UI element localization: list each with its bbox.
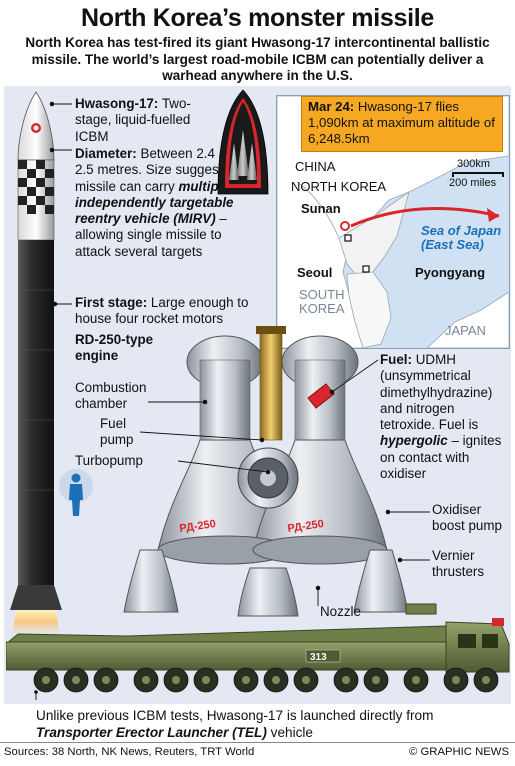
footer-divider — [0, 742, 515, 743]
flight-callout-date: Mar 24: — [308, 99, 355, 114]
map-label-sunan: Sunan — [301, 201, 341, 216]
map-label-seoul: Seoul — [297, 265, 333, 280]
engine-name-text: RD-250-type engine — [75, 332, 154, 364]
sources-line: Sources: 38 North, NK News, Reuters, TRT… — [4, 746, 255, 758]
first-stage-note: First stage: Large enough to house four … — [75, 295, 255, 328]
nozzle-marking-right: РД-250 — [287, 518, 325, 535]
nose-cone-cutaway — [217, 89, 269, 195]
tel-note-text-2: vehicle — [270, 724, 313, 740]
map-label-sea: Sea of Japan (East Sea) — [421, 223, 502, 252]
oxidiser-pump-label: Oxidiser boost pump — [432, 502, 502, 533]
vehicle-number: 313 — [310, 652, 327, 663]
page-title: North Korea’s monster missile — [81, 4, 434, 32]
first-stage-heading: First stage: — [75, 295, 148, 310]
rd250-engine-illustration: РД-250 РД-250 — [123, 326, 409, 617]
vernier-thrusters-label: Vernier thrusters — [432, 548, 485, 579]
tel-vehicle-illustration: 313 — [6, 603, 510, 700]
combustion-chamber-label: Combustion chamber — [75, 380, 147, 411]
fuel-note: Fuel: UDMH (unsymmetrical dimethylhydraz… — [380, 352, 510, 482]
nozzle-marking-left: РД-250 — [179, 518, 217, 535]
turbopump-label: Turbopump — [75, 453, 143, 468]
missile-name-text: Two-stage, liquid-fuelled ICBM — [75, 96, 191, 144]
diameter-note: Diameter: Between 2.4 and 2.5 metres. Si… — [75, 146, 245, 260]
tel-launch-note: Unlike previous ICBM tests, Hwasong-17 i… — [36, 708, 506, 741]
missile-name-heading: Hwasong-17: — [75, 96, 159, 111]
first-stage-text: Large enough to house four rocket motors — [75, 295, 249, 327]
missile-illustration — [10, 91, 62, 640]
diameter-text-2: – allowing single missile to attack seve… — [75, 211, 227, 259]
engine-name-label: RD-250-type engine — [75, 332, 185, 365]
fuel-text: UDMH (unsymmetrical dimethylhydrazine) a… — [380, 352, 493, 433]
credit-line: © GRAPHIC NEWS — [409, 746, 509, 758]
hypergolic-emphasis: hypergolic — [380, 433, 448, 449]
tel-emphasis: Transporter Erector Launcher (TEL) — [36, 724, 267, 740]
human-scale-icon — [59, 469, 93, 516]
missile-name-note: Hwasong-17: Two-stage, liquid-fuelled IC… — [75, 96, 200, 145]
diameter-text: Between 2.4 and 2.5 metres. Size suggest… — [75, 146, 242, 194]
map-scale-km: 300km — [457, 158, 491, 170]
page-subtitle: North Korea has test-fired its giant Hwa… — [25, 35, 490, 83]
tel-note-text: Unlike previous ICBM tests, Hwasong-17 i… — [36, 708, 434, 723]
fuel-pump-label: Fuel pump — [100, 416, 134, 447]
map-scale-miles: 200 miles — [449, 177, 497, 189]
fuel-text-2: – ignites on contact with oxidiser — [380, 433, 502, 482]
map-label-pyongyang: Pyongyang — [415, 265, 486, 280]
map-label-north-korea: NORTH KOREA — [291, 179, 387, 194]
fuel-heading: Fuel: — [380, 352, 412, 367]
map-terrain — [277, 96, 509, 348]
flight-callout: Mar 24: Hwasong-17 flies 1,090km at maxi… — [301, 96, 503, 152]
map-label-south-korea: SOUTH KOREA — [299, 287, 345, 316]
diameter-heading: Diameter: — [75, 146, 137, 161]
map-label-japan: JAPAN — [445, 323, 486, 338]
flight-callout-text: Hwasong-17 flies 1,090km at maximum alti… — [308, 99, 495, 146]
map-label-china: CHINA — [295, 159, 336, 174]
mirv-emphasis: multiple independently targetable reentr… — [75, 178, 234, 227]
nozzle-label: Nozzle — [320, 604, 361, 619]
